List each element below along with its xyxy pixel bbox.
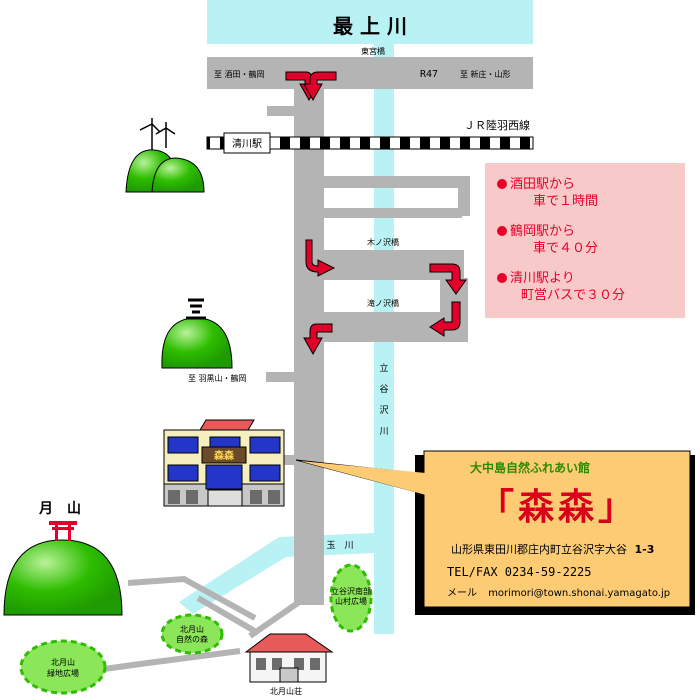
access-line2: 車で４０分 <box>533 241 599 256</box>
railway-label: ＪＲ陸羽西線 <box>464 118 530 132</box>
mail-address[interactable]: morimori@town.shonai.yamagato.jp <box>488 588 671 599</box>
route-right-label: 至 新庄・山形 <box>460 69 511 79</box>
mogami-river <box>207 0 533 44</box>
ryokuchi-hiroba-area <box>19 639 107 695</box>
access-info-box: 酒田駅から 車で１時間 鶴岡駅から 車で４０分 清川駅より 町営バスで３０分 <box>485 163 685 318</box>
access-item-tsuruoka-time: 車で４０分 <box>533 237 598 256</box>
kitagassan-lodge <box>244 633 334 683</box>
mogami-river-label: 最 上 川 <box>333 14 407 38</box>
access-line2: 車で１時間 <box>533 194 599 209</box>
bullet-icon <box>497 226 507 236</box>
access-item-sakata: 酒田駅から <box>497 173 575 192</box>
kinoshi-bridge-label: 木ノ沢橋 <box>367 237 399 247</box>
tachiyazawa-label-1: 立 <box>379 362 388 374</box>
route-number-label: R47 <box>420 69 438 80</box>
taki-bridge-label: 滝ノ沢橋 <box>367 298 399 308</box>
higashimiya-bridge-label: 東宮橋 <box>361 46 385 56</box>
facility-address: 山形県東田川郡庄内町立谷沢字大谷 1-3 <box>451 541 654 557</box>
shizen-no-mori-label-1: 北月山 <box>180 624 204 634</box>
access-item-kiyokawa: 清川駅より <box>497 267 575 286</box>
access-item-sakata-time: 車で１時間 <box>533 190 598 209</box>
address-number: 1-3 <box>634 543 655 556</box>
bullet-icon <box>497 273 507 283</box>
sanson-hiroba-label-2: 山村広場 <box>335 596 367 606</box>
bullet-icon <box>497 179 507 189</box>
tamagawa-river <box>179 533 374 614</box>
access-item-tsuruoka: 鶴岡駅から <box>497 220 575 239</box>
facility-subtitle: 大中島自然ふれあい館 <box>470 461 591 475</box>
callout-pointer-cover <box>300 461 426 495</box>
shizen-no-mori-label-2: 自然の森 <box>176 634 208 644</box>
tamagawa-label: 玉 川 <box>326 540 353 551</box>
ryokuchi-hiroba-label-2: 緑地広場 <box>47 668 79 678</box>
kiyokawa-station-box <box>223 132 271 154</box>
sanson-hiroba-label-1: 立谷沢南部 <box>331 586 371 596</box>
morimori-building <box>163 419 285 507</box>
facility-tel: TEL/FAX 0234-59-2225 <box>447 565 592 579</box>
tachiyazawa-label-2: 谷 <box>379 384 388 395</box>
direction-arrows <box>285 71 467 356</box>
access-line1: 清川駅より <box>510 271 575 286</box>
shizen-no-mori-area <box>160 613 224 655</box>
access-line2: 町営バスで３０分 <box>521 288 626 303</box>
kiyokawa-station-label: 清川駅 <box>232 137 262 150</box>
ryokuchi-hiroba-label-1: 北月山 <box>51 657 75 667</box>
route-left-label: 至 酒田・鶴岡 <box>214 69 265 79</box>
kitagassan-lodge-label: 北月山荘 <box>270 686 302 696</box>
haguro-hill <box>161 298 233 369</box>
haguro-road-label: 至 羽黒山・鶴岡 <box>188 373 247 383</box>
morimori-sign: 森森 <box>213 449 235 462</box>
tachiyazawa-label-4: 川 <box>379 427 388 437</box>
tachiyazawa-label-3: 沢 <box>379 404 388 416</box>
facility-mail: メール morimori@town.shonai.yamagato.jp <box>447 584 670 599</box>
torii-icon <box>49 521 77 541</box>
callout-box <box>423 450 691 608</box>
access-line1: 酒田駅から <box>510 177 576 192</box>
sanson-hiroba-area <box>329 563 373 633</box>
facility-name: 「森森」 <box>478 487 639 528</box>
mail-label: メール <box>447 588 477 599</box>
gassan-mountain <box>3 521 123 616</box>
access-item-kiyokawa-time: 町営バスで３０分 <box>521 284 625 303</box>
address-text: 山形県東田川郡庄内町立谷沢字大谷 <box>451 543 627 556</box>
railway-line <box>206 136 534 150</box>
windmill-hill <box>125 118 205 193</box>
access-line1: 鶴岡駅から <box>510 224 576 239</box>
gassan-label: 月 山 <box>38 501 81 517</box>
